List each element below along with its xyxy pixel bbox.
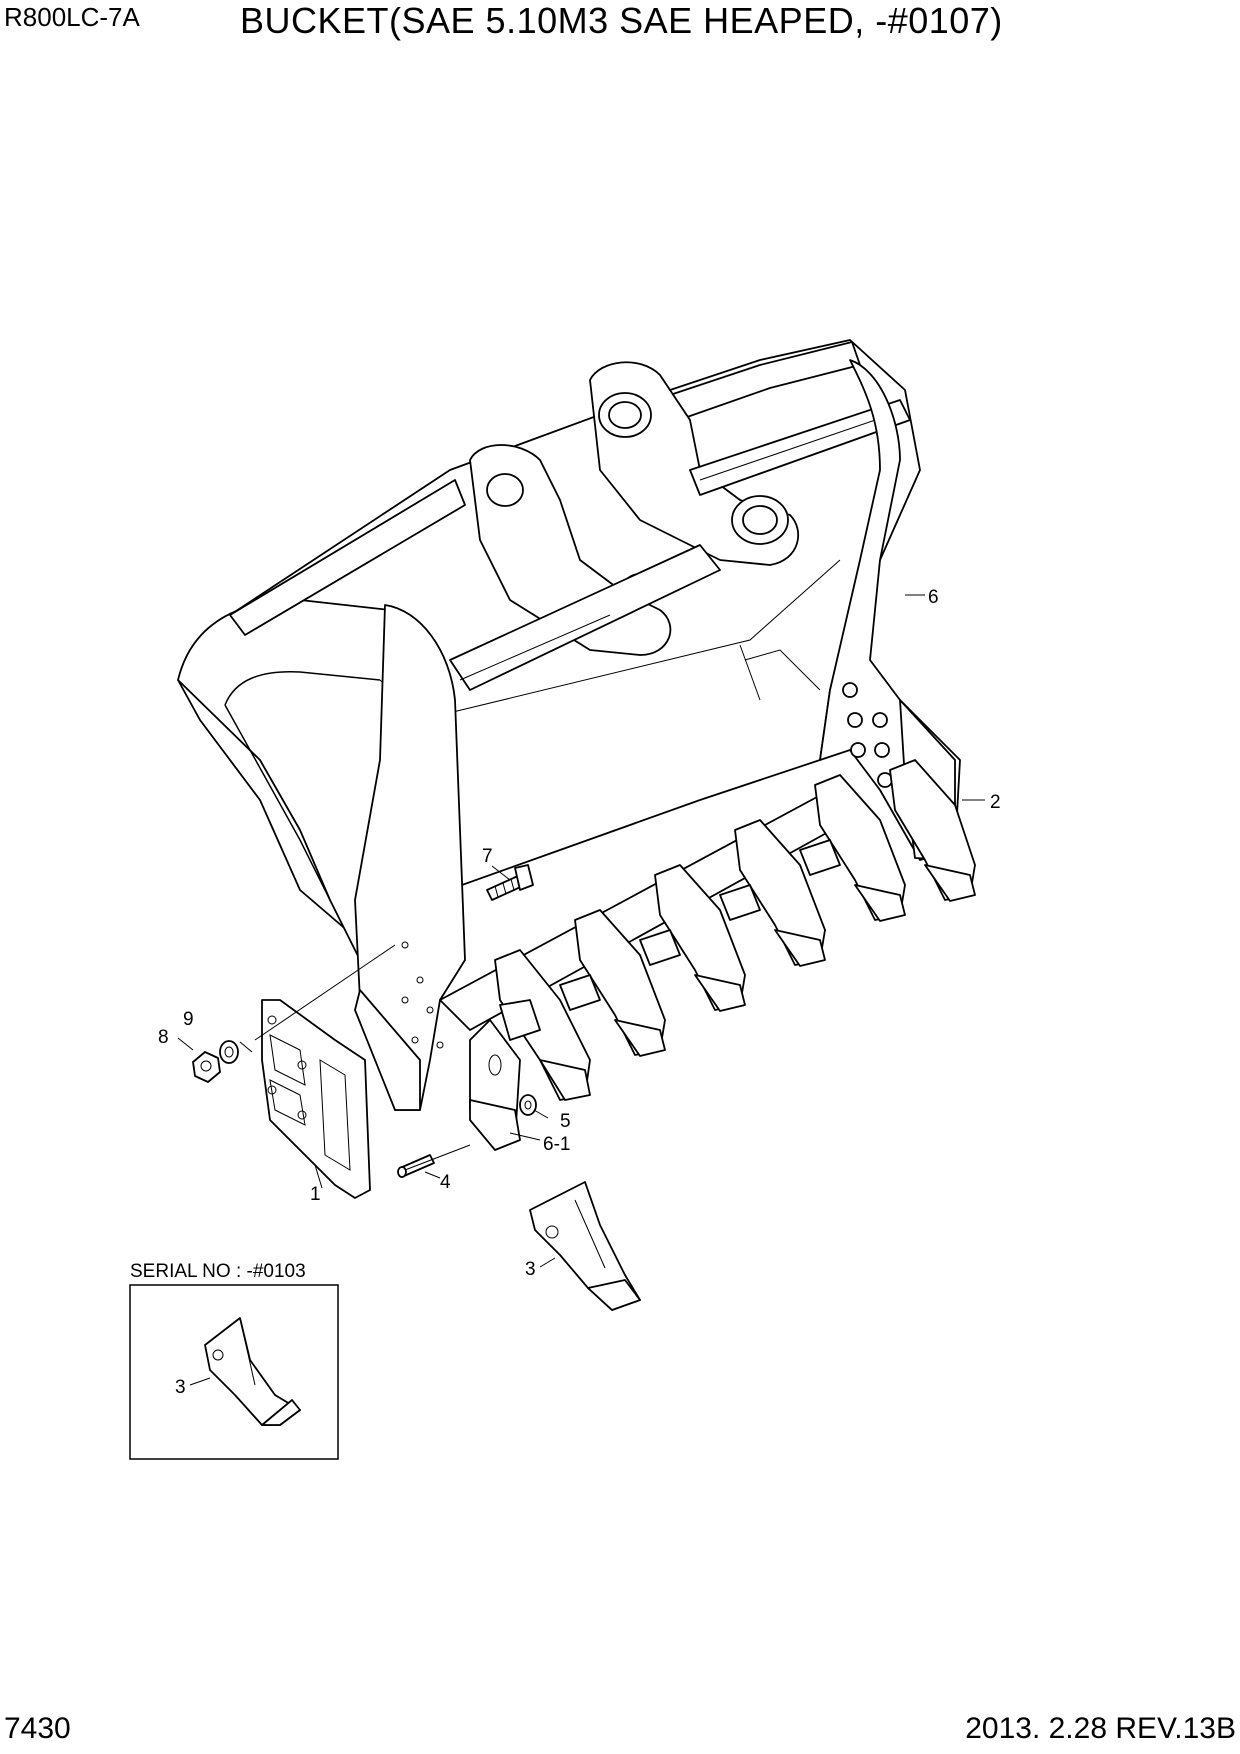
washer-part-9 bbox=[219, 1040, 239, 1064]
callout-8: 8 bbox=[158, 1027, 169, 1048]
callout-7: 7 bbox=[482, 846, 493, 867]
side-cutter-plate bbox=[261, 999, 371, 1199]
bolt-part-7 bbox=[486, 864, 534, 901]
nut-part-8 bbox=[192, 1051, 221, 1083]
callout-6-1: 6-1 bbox=[543, 1134, 570, 1155]
inset-tooth-part-3 bbox=[204, 1317, 301, 1426]
adapters-and-teeth bbox=[469, 759, 976, 1151]
loose-tooth-part-3 bbox=[529, 1181, 641, 1311]
callout-3-main: 3 bbox=[525, 1259, 536, 1280]
callout-2: 2 bbox=[990, 792, 1001, 813]
inset-frame bbox=[129, 1284, 339, 1460]
leader-lines bbox=[177, 594, 985, 1268]
revision-date: 2013. 2.28 REV.13B bbox=[965, 1712, 1236, 1745]
callout-5: 5 bbox=[560, 1111, 571, 1132]
left-side-plate bbox=[354, 604, 466, 1111]
model-number: R800LC-7A bbox=[4, 2, 140, 32]
callout-3-inset: 3 bbox=[175, 1377, 186, 1398]
callout-1: 1 bbox=[310, 1184, 321, 1205]
callout-9: 9 bbox=[183, 1009, 194, 1030]
callout-6: 6 bbox=[928, 587, 939, 608]
serial-inset: SERIAL NO : -#0103 3 bbox=[129, 1261, 339, 1460]
inset-leader bbox=[189, 1377, 211, 1386]
callout-4: 4 bbox=[440, 1172, 451, 1193]
hinge-boss-assembly bbox=[449, 361, 911, 691]
washer-part-5 bbox=[519, 1094, 537, 1116]
bolt-holes-right bbox=[842, 682, 893, 788]
inset-label: SERIAL NO : -#0103 bbox=[130, 1261, 306, 1282]
page-title: BUCKET(SAE 5.10M3 SAE HEAPED, -#0107) bbox=[240, 0, 1003, 41]
page-number: 7430 bbox=[4, 1712, 71, 1745]
